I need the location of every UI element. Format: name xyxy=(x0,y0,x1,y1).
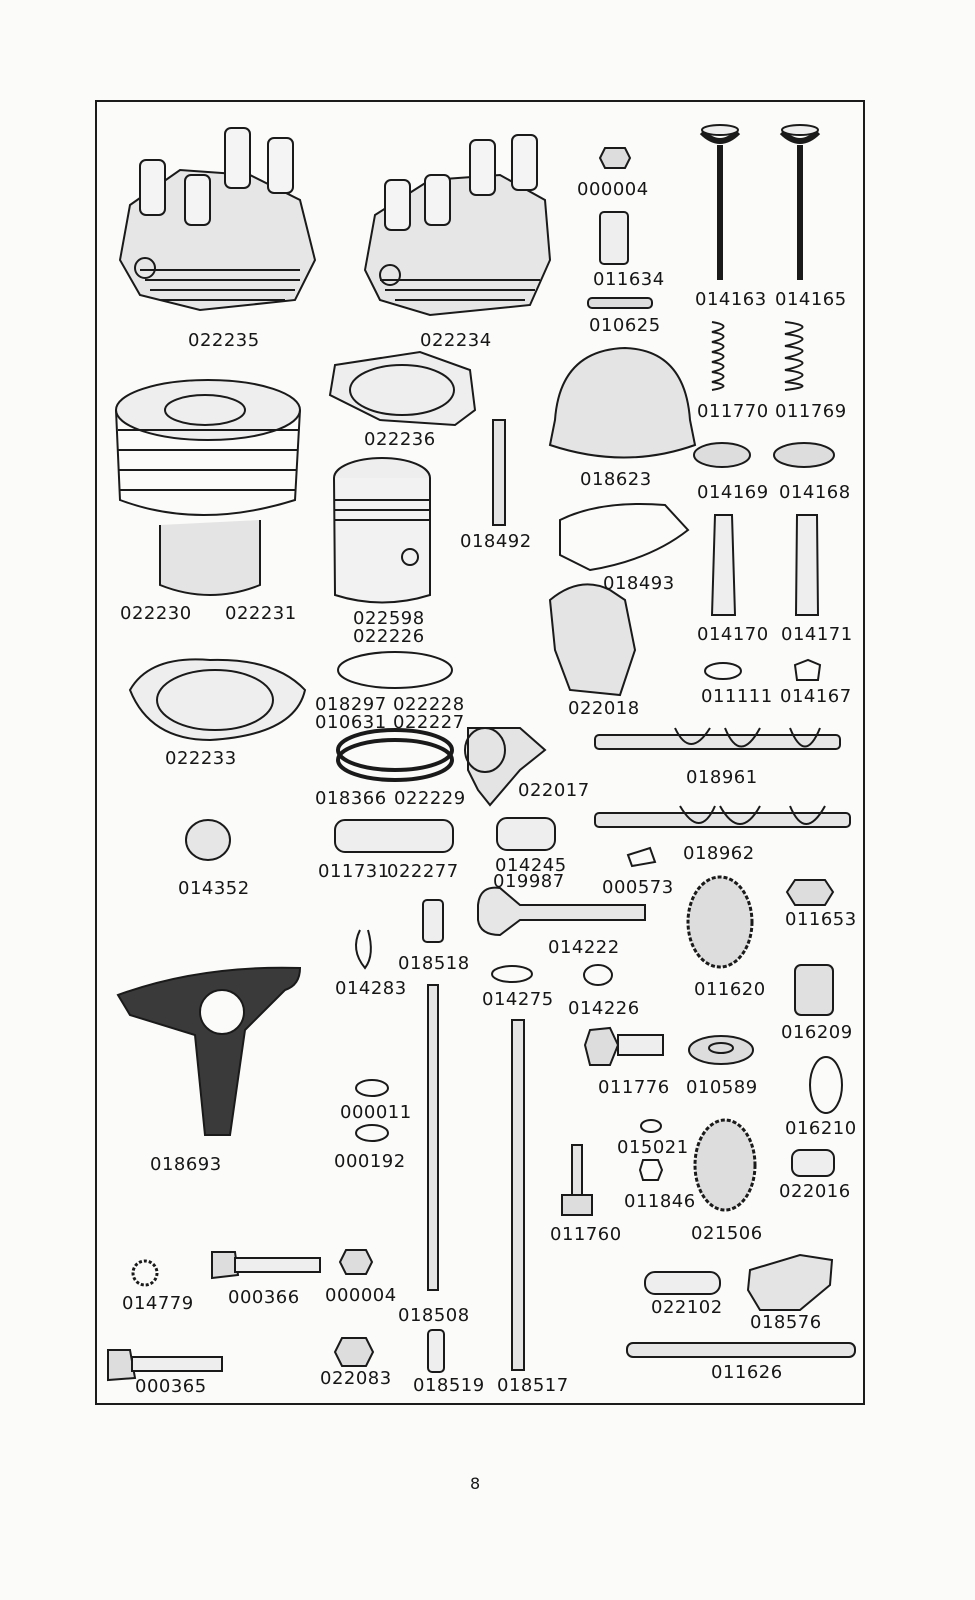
part-number-label: 018623 xyxy=(580,469,652,490)
part-number-label: 022233 xyxy=(165,748,237,769)
part-number-label: 011731 xyxy=(318,861,390,882)
part-number-label: 014165 xyxy=(775,289,847,310)
part-number-label: 018519 xyxy=(413,1375,485,1396)
part-number-label: 022227 xyxy=(393,712,465,733)
part-number-label: 010625 xyxy=(589,315,661,336)
part-number-label: 022102 xyxy=(651,1297,723,1318)
part-number-label: 014170 xyxy=(697,624,769,645)
part-number-label: 011626 xyxy=(711,1362,783,1383)
part-number-label: 022231 xyxy=(225,603,297,624)
part-number-label: 022234 xyxy=(420,330,492,351)
part-number-label: 018508 xyxy=(398,1305,470,1326)
part-number-label: 014171 xyxy=(781,624,853,645)
part-number-label: 016210 xyxy=(785,1118,857,1139)
part-number-label: 018517 xyxy=(497,1375,569,1396)
part-number-label: 022017 xyxy=(518,780,590,801)
part-number-label: 022226 xyxy=(353,626,425,647)
part-number-label: 014167 xyxy=(780,686,852,707)
part-number-label: 022228 xyxy=(393,694,465,715)
part-number-label: 018493 xyxy=(603,573,675,594)
part-number-label: 014226 xyxy=(568,998,640,1019)
part-number-label: 018297 xyxy=(315,694,387,715)
part-number-label: 011620 xyxy=(694,979,766,1000)
part-number-label: 011760 xyxy=(550,1224,622,1245)
part-number-label: 014163 xyxy=(695,289,767,310)
part-number-label: 000573 xyxy=(602,877,674,898)
part-number-label: 011846 xyxy=(624,1191,696,1212)
part-number-label: 010631 xyxy=(315,712,387,733)
part-number-label: 018576 xyxy=(750,1312,822,1333)
part-number-label: 018518 xyxy=(398,953,470,974)
part-number-label: 018962 xyxy=(683,843,755,864)
part-number-label: 022230 xyxy=(120,603,192,624)
part-number-label: 018492 xyxy=(460,531,532,552)
part-number-label: 022235 xyxy=(188,330,260,351)
part-number-label: 022083 xyxy=(320,1368,392,1389)
part-number-label: 011111 xyxy=(701,686,773,707)
diagram-frame xyxy=(95,100,865,1405)
part-number-label: 019987 xyxy=(493,871,565,892)
part-number-label: 014222 xyxy=(548,937,620,958)
part-number-label: 011653 xyxy=(785,909,857,930)
page-number: 8 xyxy=(470,1474,481,1493)
part-number-label: 021506 xyxy=(691,1223,763,1244)
part-number-label: 022236 xyxy=(364,429,436,450)
part-number-label: 022018 xyxy=(568,698,640,719)
part-number-label: 014245 xyxy=(495,855,567,876)
part-number-label: 022598 xyxy=(353,608,425,629)
part-number-label: 014168 xyxy=(779,482,851,503)
part-number-label: 010589 xyxy=(686,1077,758,1098)
part-number-label: 022229 xyxy=(394,788,466,809)
part-number-label: 018693 xyxy=(150,1154,222,1175)
part-number-label: 022277 xyxy=(387,861,459,882)
part-number-label: 000365 xyxy=(135,1376,207,1397)
part-number-label: 014169 xyxy=(697,482,769,503)
part-number-label: 014275 xyxy=(482,989,554,1010)
part-number-label: 000004 xyxy=(577,179,649,200)
part-number-label: 014283 xyxy=(335,978,407,999)
part-number-label: 000011 xyxy=(340,1102,412,1123)
part-number-label: 015021 xyxy=(617,1137,689,1158)
part-number-label: 000004 xyxy=(325,1285,397,1306)
part-number-label: 011776 xyxy=(598,1077,670,1098)
part-number-label: 018961 xyxy=(686,767,758,788)
part-number-label: 000192 xyxy=(334,1151,406,1172)
part-number-label: 022016 xyxy=(779,1181,851,1202)
part-number-label: 018366 xyxy=(315,788,387,809)
part-number-label: 014352 xyxy=(178,878,250,899)
part-number-label: 016209 xyxy=(781,1022,853,1043)
part-number-label: 014779 xyxy=(122,1293,194,1314)
part-number-label: 000366 xyxy=(228,1287,300,1308)
part-number-label: 011770 xyxy=(697,401,769,422)
part-number-label: 011634 xyxy=(593,269,665,290)
part-number-label: 011769 xyxy=(775,401,847,422)
